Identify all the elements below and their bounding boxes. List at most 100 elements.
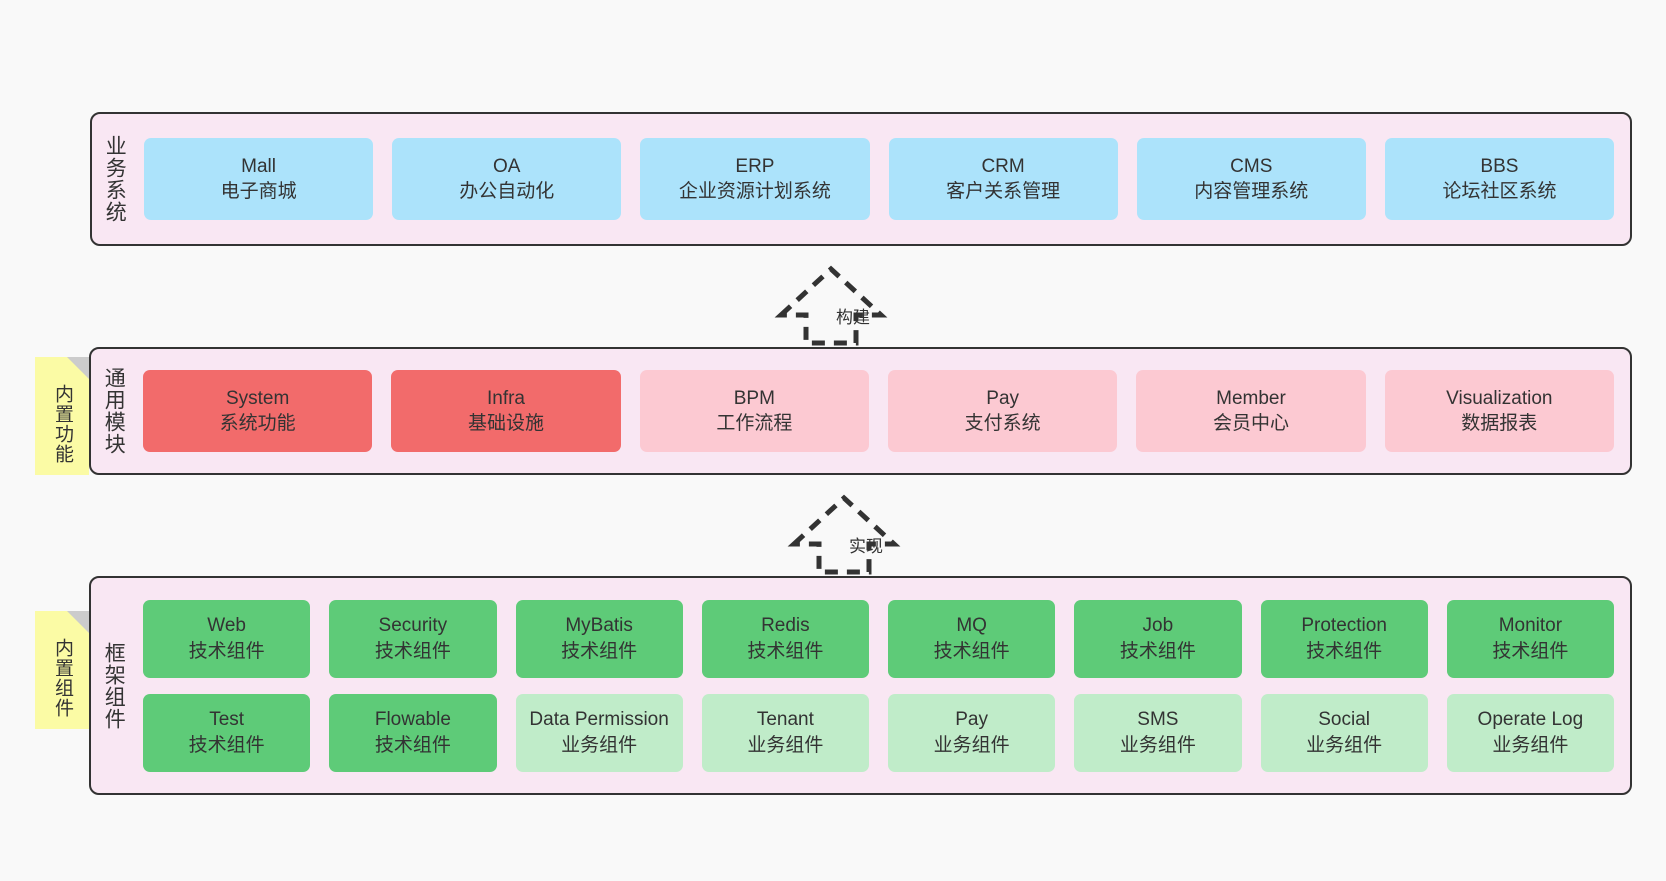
framework-node-test[interactable]: Test 技术组件 [143,693,311,772]
framework-node-social[interactable]: Social 业务组件 [1260,693,1428,772]
node-desc: 技术组件 [933,640,1010,662]
connector-build: 构建 [755,261,907,347]
node-name: Mall [241,155,276,177]
framework-node-redis[interactable]: Redis 技术组件 [701,599,869,678]
node-name: Web [207,615,246,637]
connector-implement-label: 实现 [849,537,883,556]
node-name: SMS [1137,709,1179,731]
node-name: Job [1142,615,1174,637]
node-name: OA [493,155,521,177]
node-desc: 工作流程 [716,413,793,434]
module-node-visualization[interactable]: Visualization 数据报表 [1384,370,1614,452]
framework-layer-title: 框架组件 [102,641,126,730]
node-name: Pay [955,709,988,731]
sidetab-builtin-function-label: 内置功能 [52,384,74,464]
fold-corner-icon [67,611,89,633]
build-arrow-shape [774,265,888,346]
fold-corner-icon [67,357,89,379]
framework-node-data-permission[interactable]: Data Permission 业务组件 [515,693,683,772]
node-name: Tenant [756,709,814,731]
business-node-mall[interactable]: Mall 电子商城 [144,138,374,220]
implement-arrow-shape [787,494,901,575]
node-name: ERP [735,155,775,177]
module-node-pay[interactable]: Pay 支付系统 [887,370,1118,452]
node-desc: 内容管理系统 [1194,181,1309,202]
node-desc: 会员中心 [1212,413,1289,434]
node-name: System [225,387,290,409]
connector-implement: 实现 [768,490,920,576]
framework-node-mq[interactable]: MQ 技术组件 [888,599,1056,678]
node-desc: 技术组件 [561,640,638,662]
node-name: Infra [486,387,525,409]
sidetab-builtin-component: 内置组件 [35,611,89,729]
framework-node-job[interactable]: Job 技术组件 [1074,599,1242,678]
business-node-bbs[interactable]: BBS 论坛社区系统 [1384,138,1615,220]
framework-node-pay[interactable]: Pay 业务组件 [888,693,1056,772]
sidetab-builtin-function: 内置功能 [35,357,89,475]
node-name: MQ [956,615,987,637]
module-node-bpm[interactable]: BPM 工作流程 [639,370,869,452]
node-desc: 业务组件 [747,734,824,756]
node-name: MyBatis [565,615,633,637]
node-desc: 业务组件 [561,734,638,756]
node-desc: 业务组件 [1306,734,1383,756]
business-node-erp[interactable]: ERP 企业资源计划系统 [640,138,870,220]
node-name: Protection [1301,615,1387,637]
node-desc: 技术组件 [747,640,824,662]
node-name: Test [209,709,245,731]
node-desc: 技术组件 [1119,640,1196,662]
connector-build-label: 构建 [836,308,870,327]
node-desc: 论坛社区系统 [1442,181,1557,202]
business-layer-title: 业务系统 [103,135,127,223]
node-desc: 技术组件 [374,640,451,662]
node-name: Monitor [1498,615,1563,637]
node-desc: 数据报表 [1461,413,1538,434]
node-name: Data Permission [529,709,669,731]
sidetab-builtin-component-label: 内置组件 [52,638,74,718]
module-layer-title: 通用模块 [102,367,126,455]
framework-node-tenant[interactable]: Tenant 业务组件 [701,693,869,772]
node-desc: 技术组件 [1492,640,1569,662]
node-desc: 业务组件 [1119,734,1196,756]
framework-node-monitor[interactable]: Monitor 技术组件 [1446,599,1614,678]
node-name: Redis [761,615,810,637]
module-node-infra[interactable]: Infra 基础设施 [391,370,621,452]
node-desc: 业务组件 [933,734,1010,756]
node-desc: 电子商城 [220,181,297,202]
node-name: Social [1318,709,1370,731]
node-name: Pay [986,387,1020,409]
node-name: Visualization [1446,387,1553,409]
node-desc: 办公自动化 [459,181,555,202]
node-desc: 支付系统 [964,413,1041,434]
business-node-oa[interactable]: OA 办公自动化 [392,138,622,220]
node-name: BBS [1480,155,1519,177]
framework-node-mybatis[interactable]: MyBatis 技术组件 [515,599,683,678]
node-name: BPM [733,387,775,409]
node-desc: 技术组件 [188,734,265,756]
node-desc: 基础设施 [467,413,544,434]
node-desc: 技术组件 [374,734,451,756]
framework-node-sms[interactable]: SMS 业务组件 [1074,693,1242,772]
node-desc: 企业资源计划系统 [678,181,831,202]
node-name: CRM [981,155,1025,177]
